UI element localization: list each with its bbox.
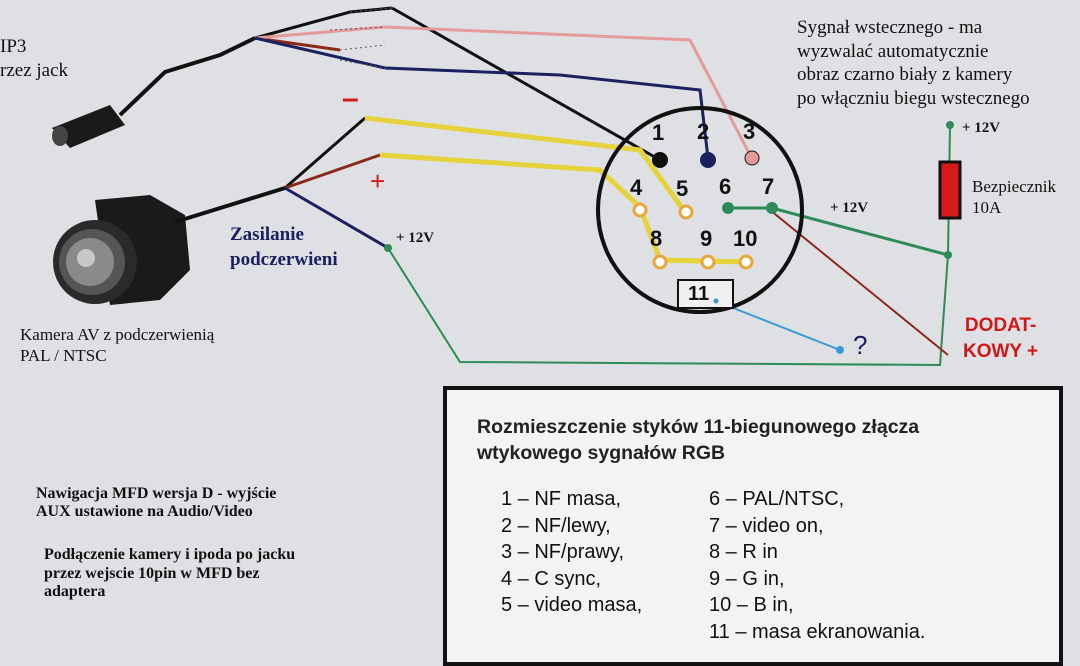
din-connector-outline — [596, 106, 804, 314]
legend-item: 9 – G in, — [709, 567, 785, 590]
minus-sign: – — [342, 82, 359, 115]
plus12v-pin7-label: + 12V — [830, 200, 869, 216]
legend-right-column: 6 – PAL/NTSC, 7 – video on, 8 – R in 9 –… — [709, 486, 925, 645]
camera-label: Kamera AV z podczerwienią PAL / NTSC — [20, 325, 215, 365]
legend-item: 7 – video on, — [709, 514, 824, 537]
pin-label-11: 11 — [688, 283, 710, 305]
pin-label-6: 6 — [719, 174, 732, 199]
legend-item: 4 – C sync, — [501, 567, 602, 590]
fuse-icon — [938, 160, 962, 220]
legend-item: 11 – masa ekranowania. — [709, 620, 926, 643]
navigation-note: Nawigacja MFD wersja D - wyjście AUX ust… — [36, 485, 277, 520]
legend-item: 3 – NF/prawy, — [501, 541, 624, 563]
legend-left-column: 1 – NF masa, 2 – NF/lewy, 3 – NF/prawy, … — [501, 486, 642, 619]
legend-item: 2 – NF/lewy, — [501, 514, 611, 537]
legend-item: 1 – NF masa, — [501, 488, 622, 510]
pin-label-2: 2 — [697, 119, 710, 144]
plus12v-left-label: + 12V — [396, 230, 435, 246]
pin-label-7: 7 — [762, 174, 775, 199]
legend-item: 10 – B in, — [709, 594, 794, 616]
pin-label-5: 5 — [676, 176, 689, 201]
mp3-label-line1: IP3 — [0, 36, 27, 57]
wiring-diagram: 1 2 3 4 5 6 7 8 9 10 11 IP3 rzez jack Sy… — [0, 6, 1063, 666]
pin-label-4: 4 — [630, 175, 643, 200]
plus12v-top-label: + 12V — [962, 120, 1001, 136]
legend-title-line2: wtykowego sygnałów RGB — [477, 442, 726, 464]
fuse-label: Bezpiecznik 10A — [972, 177, 1057, 217]
ir-power-label: Zasilanie podczerwieni — [230, 224, 338, 270]
camera-icon — [53, 195, 190, 305]
pin-label-1: 1 — [652, 120, 665, 145]
legend-item: 8 – R in — [709, 541, 778, 563]
connection-note: Podłączenie kamery i ipoda po jacku prze… — [44, 546, 296, 600]
plus-sign: + — [370, 166, 386, 196]
reverse-signal-note: Sygnał wstecznego - ma wyzwalać automaty… — [797, 17, 1030, 109]
dodatkowy-plus-label: DODAT- KOWY + — [963, 315, 1039, 362]
pin-label-9: 9 — [700, 226, 713, 251]
pin-label-8: 8 — [650, 226, 663, 251]
unknown-connection-mark: ? — [853, 330, 868, 360]
pin-legend-panel: Rozmieszczenie styków 11-biegunowego złą… — [443, 386, 1063, 666]
diagram-drawing — [52, 6, 962, 367]
legend-item: 5 – video masa, — [501, 594, 643, 616]
legend-title-line1: Rozmieszczenie styków 11-biegunowego złą… — [477, 416, 920, 438]
legend-item: 6 – PAL/NTSC, — [709, 488, 845, 510]
pin-label-10: 10 — [733, 226, 758, 251]
mp3-label-line2: rzez jack — [0, 60, 69, 81]
pin-11-box — [677, 279, 734, 309]
jack-plug-icon — [52, 36, 256, 148]
pin-label-3: 3 — [743, 119, 756, 144]
connector-pins — [632, 150, 778, 270]
